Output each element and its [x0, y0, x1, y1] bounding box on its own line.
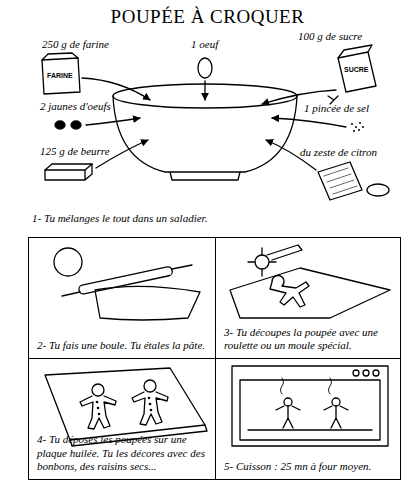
recipe-title: POUPÉE À CROQUER [0, 6, 415, 28]
ingredient-label: 250 g de farine [42, 38, 109, 51]
step-text: 5- Cuisson : 25 mn à four moyen. [224, 460, 394, 473]
ingredient-label: 2 jaunes d'oeufs [40, 100, 111, 113]
step-text: 4- Tu déposes les poupées sur une plaque… [37, 433, 209, 473]
step-text-block: 5- Cuisson : 25 mn à four moyen. [224, 460, 394, 473]
ingredient-label: 125 g de beurre [40, 145, 110, 158]
step-text: 1- Tu mélanges le tout dans un saladier. [32, 212, 207, 225]
ingredient-label: 1 pincée de sel [304, 102, 369, 115]
step-text-block: 4- Tu déposes les poupées sur une plaque… [37, 433, 209, 473]
step-text: 2- Tu fais une boule. Tu étales la pâte. [37, 339, 209, 352]
package-label: SUCRE [343, 66, 370, 74]
step-panel: 5- Cuisson : 25 mn à four moyen. [215, 358, 401, 480]
step-panel: 3- Tu découpes la poupée avec une roulet… [215, 237, 401, 359]
package-label: FARINE [46, 72, 74, 80]
step-panel: 2- Tu fais une boule. Tu étales la pâte. [28, 237, 216, 359]
ingredient-label: 100 g de sucre [298, 30, 362, 43]
step-text: 3- Tu découpes la poupée avec une roulet… [224, 326, 394, 352]
ingredient-label: 1 oeuf [191, 38, 218, 51]
step-text-block: 3- Tu découpes la poupée avec une roulet… [224, 326, 394, 352]
step-panel: 4- Tu déposes les poupées sur une plaque… [28, 358, 216, 480]
ingredient-label: du zeste de citron [300, 146, 377, 159]
step-text-block: 2- Tu fais une boule. Tu étales la pâte. [37, 339, 209, 352]
